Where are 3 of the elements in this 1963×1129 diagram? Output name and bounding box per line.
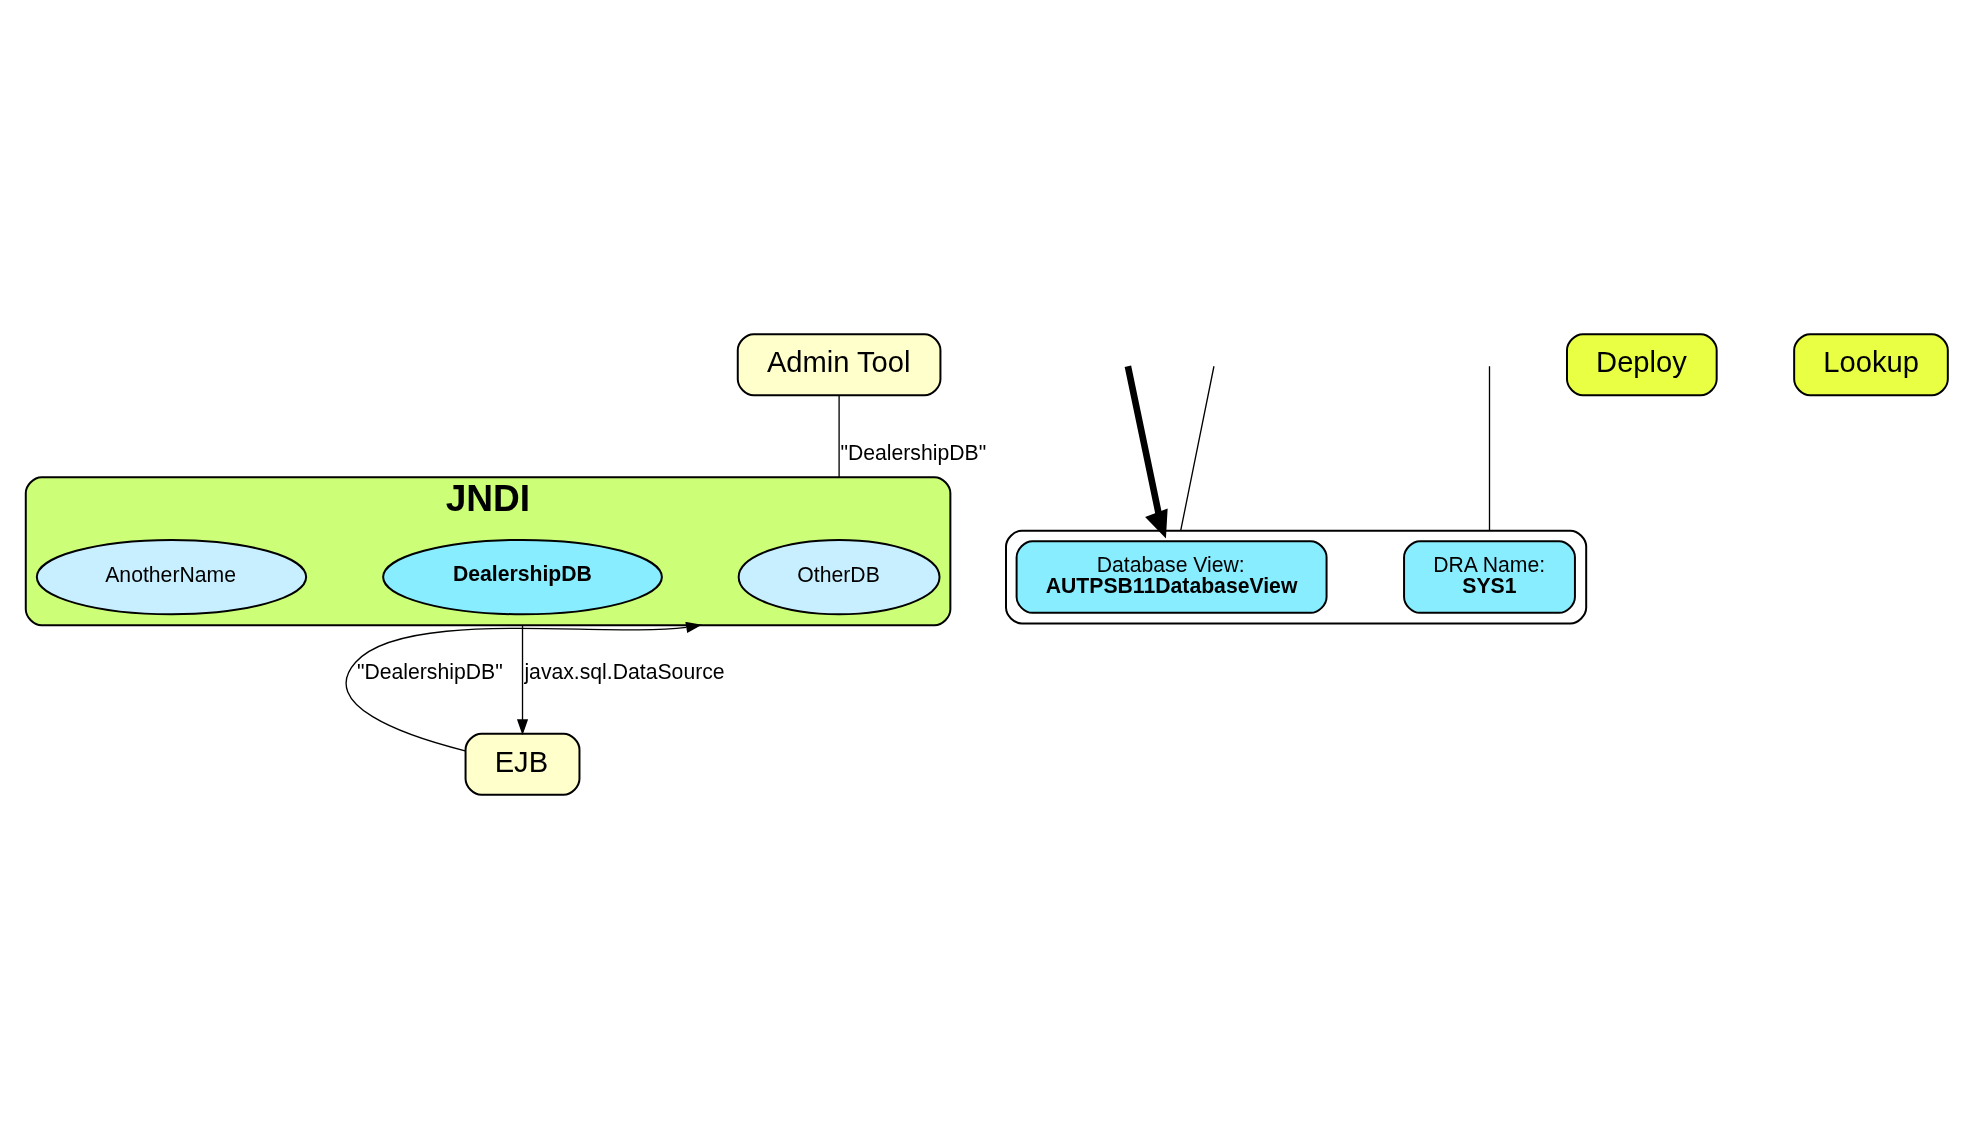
edge-label: "DealershipDB"	[356, 660, 503, 684]
edge-label: "DealershipDB"	[840, 440, 987, 464]
edge-label: javax.sql.DataSource	[524, 660, 725, 684]
